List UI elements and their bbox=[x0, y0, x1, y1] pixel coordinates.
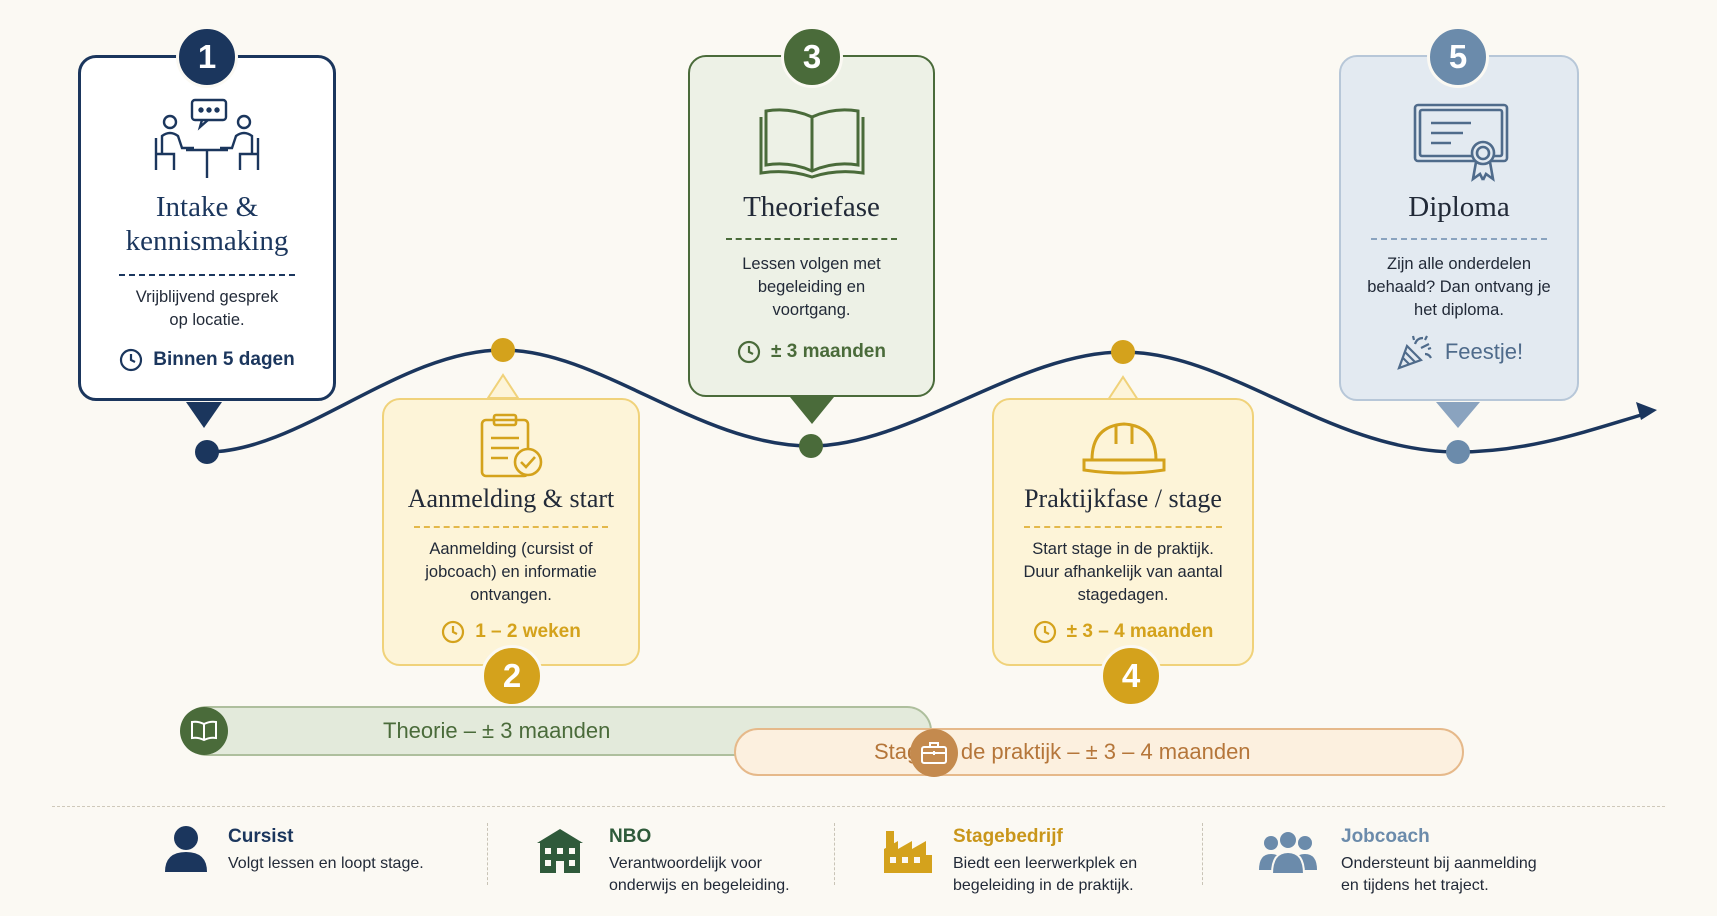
step-title-5: Diploma bbox=[1408, 191, 1510, 223]
step-description-1: Vrijblijvend gesprek op locatie. bbox=[135, 288, 279, 330]
legend-nbo: NBO Verantwoordelijk voor onderwijs en b… bbox=[609, 826, 809, 896]
step-badge-2: 2 bbox=[481, 645, 543, 707]
step-separator-5 bbox=[1371, 238, 1547, 240]
timeline-dot-4 bbox=[1111, 340, 1135, 364]
clock-icon bbox=[1033, 620, 1056, 644]
briefcase-icon bbox=[910, 729, 958, 777]
step-badge-1: 1 bbox=[176, 26, 238, 88]
step-description-4: Start stage in de praktijk. Duur afhanke… bbox=[1023, 540, 1223, 605]
timeline-dot-5 bbox=[1446, 440, 1470, 464]
step-separator-4 bbox=[1024, 526, 1222, 528]
theory-duration-label: Theorie – ± 3 maanden bbox=[383, 718, 611, 743]
pointer-step-1 bbox=[186, 402, 222, 428]
book-icon bbox=[180, 707, 228, 755]
step-extra-5: Feestje! bbox=[1341, 332, 1577, 372]
step-extra-label-5: Feestje! bbox=[1444, 339, 1524, 364]
step-time-label-3: ± 3 maanden bbox=[771, 341, 886, 362]
legend-title-stagebedrijf: Stagebedrijf bbox=[953, 826, 1063, 847]
step-time-label-2: 1 – 2 weken bbox=[475, 621, 581, 642]
legend-title-jobcoach: Jobcoach bbox=[1341, 826, 1430, 847]
group-icon bbox=[1259, 830, 1317, 874]
timeline-arrowhead bbox=[1636, 402, 1657, 420]
step-card-3: Theoriefase Lessen volgen met begeleidin… bbox=[688, 55, 935, 397]
step-badge-4: 4 bbox=[1100, 645, 1162, 707]
step-separator-2 bbox=[414, 526, 608, 528]
step-card-5: Diploma Zijn alle onderdelen behaald? Da… bbox=[1339, 55, 1579, 401]
legend-stagebedrijf: Stagebedrijf Biedt een leerwerkplek en b… bbox=[953, 826, 1183, 896]
step-description-2: Aanmelding (cursist of jobcoach) en info… bbox=[425, 540, 597, 605]
clipboard-check-icon bbox=[480, 413, 543, 478]
pointer-step-5 bbox=[1436, 402, 1480, 428]
step-badge-5: 5 bbox=[1427, 26, 1489, 88]
school-building-icon bbox=[537, 829, 583, 873]
legend-description-cursist: Volgt lessen en loopt stage. bbox=[228, 855, 424, 872]
step-separator-3 bbox=[726, 238, 897, 240]
person-icon bbox=[165, 826, 207, 872]
step-time-4: ± 3 – 4 maanden bbox=[994, 620, 1252, 644]
step-time-3: ± 3 maanden bbox=[690, 340, 933, 364]
legend-description-nbo: Verantwoordelijk voor onderwijs en begel… bbox=[609, 855, 790, 894]
step-badge-3: 3 bbox=[781, 26, 843, 88]
legend-separator-3 bbox=[1202, 823, 1203, 885]
step-time-1: Binnen 5 dagen bbox=[81, 348, 333, 372]
step-card-2: Aanmelding & start Aanmelding (cursist o… bbox=[382, 398, 640, 666]
factory-icon bbox=[884, 831, 932, 873]
hard-hat-icon bbox=[1082, 422, 1166, 475]
party-popper-icon bbox=[1397, 335, 1432, 370]
step-description-3: Lessen volgen met begeleiding en voortga… bbox=[742, 255, 881, 320]
step-time-label-4: ± 3 – 4 maanden bbox=[1066, 621, 1214, 642]
legend-title-cursist: Cursist bbox=[228, 826, 294, 847]
legend-separator-2 bbox=[834, 823, 835, 885]
timeline-dot-1 bbox=[195, 440, 219, 464]
step-time-label-1: Binnen 5 dagen bbox=[153, 349, 295, 370]
open-book-icon bbox=[759, 108, 865, 179]
legend-jobcoach: Jobcoach Ondersteunt bij aanmelding en t… bbox=[1341, 826, 1556, 896]
step-card-1: Intake & kennismaking Vrijblijvend gespr… bbox=[78, 55, 336, 401]
clock-icon bbox=[120, 348, 143, 372]
legend-divider bbox=[52, 806, 1665, 807]
legend-description-stagebedrijf: Biedt een leerwerkplek en begeleiding in… bbox=[953, 855, 1138, 894]
pointer-step-3 bbox=[790, 397, 834, 424]
pointer-step-2 bbox=[486, 373, 520, 399]
legend-separator-1 bbox=[487, 823, 488, 885]
timeline-dot-3 bbox=[799, 434, 823, 458]
timeline-dot-2 bbox=[491, 338, 515, 362]
step-title-2: Aanmelding & start bbox=[407, 484, 615, 513]
legend-description-jobcoach: Ondersteunt bij aanmelding en tijdens he… bbox=[1341, 855, 1537, 894]
pointer-step-4 bbox=[1106, 375, 1140, 401]
legend-title-nbo: NBO bbox=[609, 826, 652, 847]
step-separator-1 bbox=[119, 274, 295, 276]
step-time-2: 1 – 2 weken bbox=[384, 620, 638, 644]
clock-icon bbox=[737, 340, 761, 364]
step-title-3: Theoriefase bbox=[743, 191, 880, 223]
clock-icon bbox=[442, 620, 465, 644]
step-description-5: Zijn alle onderdelen behaald? Dan ontvan… bbox=[1367, 255, 1551, 320]
legend-cursist: Cursist Volgt lessen en loopt stage. bbox=[228, 826, 448, 875]
step-title-1: Intake & kennismaking bbox=[125, 191, 289, 258]
certificate-icon bbox=[1413, 103, 1509, 182]
step-title-4: Praktijkfase / stage bbox=[1024, 484, 1222, 513]
meeting-icon bbox=[154, 98, 260, 178]
internship-duration-bar: Stage in de praktijk – ± 3 – 4 maanden bbox=[734, 728, 1464, 776]
step-card-4: Praktijkfase / stage Start stage in de p… bbox=[992, 398, 1254, 666]
